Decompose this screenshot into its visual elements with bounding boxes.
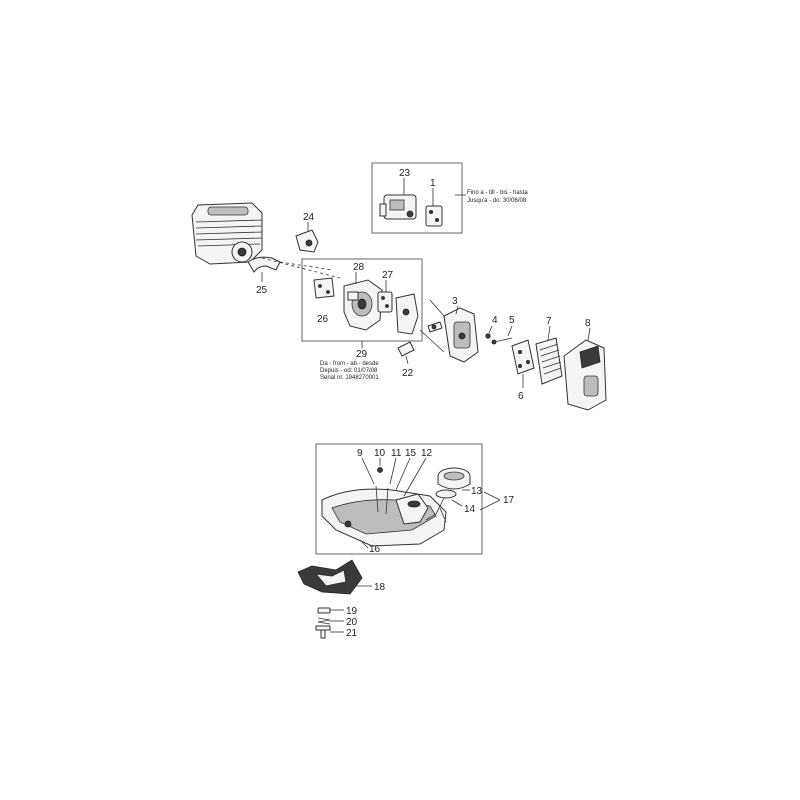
bolt-21-part — [315, 625, 331, 639]
note-da-line3: Serial nr. 1948270001 — [320, 375, 379, 381]
part-number-11: 11 — [391, 448, 402, 459]
part-number-8: 8 — [585, 318, 591, 329]
note-fino-line2: Jusqu'a - do: 30/06/08 — [467, 198, 527, 204]
part-number-15: 15 — [405, 448, 417, 459]
air-filter-cover-part — [563, 339, 607, 411]
bolt-5-part — [491, 337, 513, 345]
gasket-old-part — [425, 205, 443, 227]
fuel-cap-part — [437, 467, 471, 490]
screws-part — [427, 321, 443, 333]
part-number-19: 19 — [346, 606, 358, 617]
air-filter-base-part — [443, 307, 479, 363]
part-number-18: 18 — [374, 582, 386, 593]
adapter-part — [395, 293, 419, 335]
fuel-hose-part — [375, 467, 389, 515]
part-number-10: 10 — [374, 448, 386, 459]
fuel-tank-inset-box — [315, 443, 483, 555]
filter-plate-part — [511, 339, 535, 375]
part-number-23: 23 — [399, 168, 411, 179]
intake-bracket-part — [295, 229, 319, 253]
fuel-tank-part — [321, 488, 447, 547]
note-fino-line1: Fino a - till - bis - hasta — [467, 190, 528, 196]
gasket-27-part — [377, 291, 393, 313]
part-number-12: 12 — [421, 448, 433, 459]
part-number-1: 1 — [430, 178, 436, 189]
part-number-16: 16 — [369, 544, 381, 555]
carburetor-new-part — [343, 279, 383, 331]
part-number-3: 3 — [452, 296, 458, 307]
part-number-17: 17 — [503, 495, 515, 506]
old-carburetor-inset-box — [371, 162, 463, 234]
part-number-4: 4 — [492, 315, 498, 326]
cap-seal-part — [435, 489, 457, 499]
part-number-28: 28 — [353, 262, 365, 273]
gasket-28-part — [313, 277, 335, 299]
part-number-9: 9 — [357, 448, 363, 459]
tank-guard-part — [297, 559, 363, 595]
part-number-24: 24 — [303, 212, 315, 223]
part-number-13: 13 — [471, 486, 483, 497]
part-number-20: 20 — [346, 617, 358, 628]
note-da-line1: Da - from - ab - desde — [320, 361, 379, 367]
spring-20-part — [317, 617, 331, 625]
part-number-22: 22 — [402, 368, 414, 379]
cap-strap-part — [425, 497, 447, 523]
screw-22-part — [397, 341, 415, 357]
part-number-14: 14 — [464, 504, 476, 515]
part-number-6: 6 — [518, 391, 524, 402]
air-filter-element-part — [535, 337, 563, 385]
part-number-25: 25 — [256, 285, 268, 296]
washer-19-part — [317, 607, 331, 614]
part-number-7: 7 — [546, 316, 552, 327]
note-da-line2: Depuis - od: 01/07/08 — [320, 368, 378, 374]
part-number-27: 27 — [382, 270, 394, 281]
cylinder-part — [191, 202, 263, 265]
part-number-29: 29 — [356, 349, 368, 360]
part-number-5: 5 — [509, 315, 515, 326]
intake-tube-part — [247, 256, 281, 273]
part-number-21: 21 — [346, 628, 358, 639]
part-number-26: 26 — [317, 314, 329, 325]
carburetor-old-part — [379, 194, 417, 220]
pin-4-part — [485, 333, 491, 339]
